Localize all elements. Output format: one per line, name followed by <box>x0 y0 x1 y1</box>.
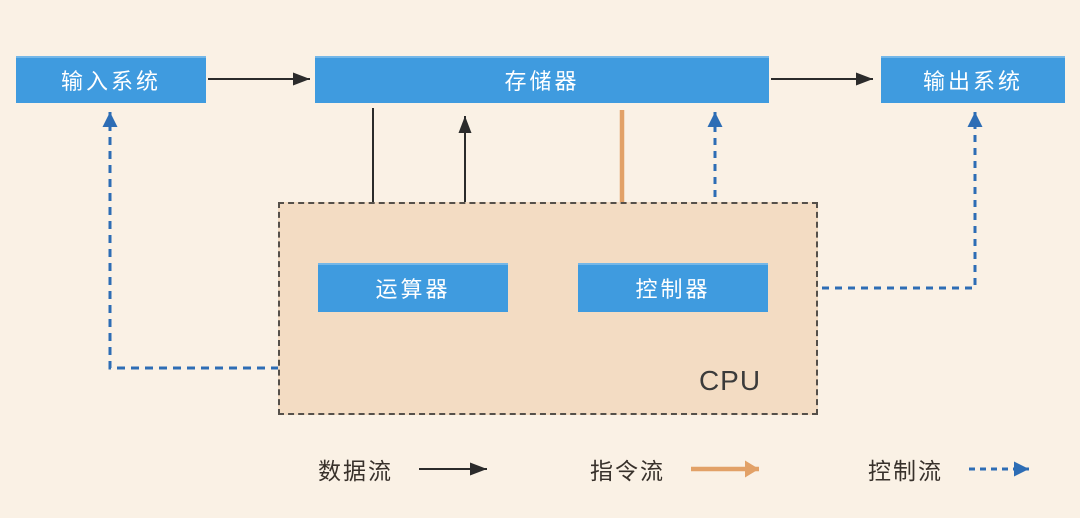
node-memory-label: 存储器 <box>504 68 580 94</box>
arrow-controller-to-output <box>770 112 983 290</box>
node-input-system: 输入系统 <box>16 56 206 103</box>
legend-item-data-flow: 数据流 <box>318 452 491 486</box>
node-memory: 存储器 <box>315 56 769 103</box>
legend-item-instruction-flow: 指令流 <box>590 452 763 486</box>
legend-instruction-flow-label: 指令流 <box>590 458 665 484</box>
legend-item-control-flow: 控制流 <box>868 452 1033 486</box>
node-controller: 控制器 <box>578 263 768 312</box>
node-output-system-label: 输出系统 <box>922 68 1023 94</box>
data-flow-arrow-icon <box>419 462 487 476</box>
node-alu: 运算器 <box>318 263 508 312</box>
node-input-system-label: 输入系统 <box>60 68 161 94</box>
control-flow-arrow-icon <box>969 461 1029 477</box>
node-alu-label: 运算器 <box>375 276 451 302</box>
legend-control-flow-label: 控制流 <box>868 458 943 484</box>
instruction-flow-arrow-icon <box>691 460 759 478</box>
node-output-system: 输出系统 <box>881 56 1065 103</box>
node-controller-label: 控制器 <box>635 276 711 302</box>
cpu-label: CPU <box>698 365 762 396</box>
legend-data-flow-label: 数据流 <box>318 458 393 484</box>
